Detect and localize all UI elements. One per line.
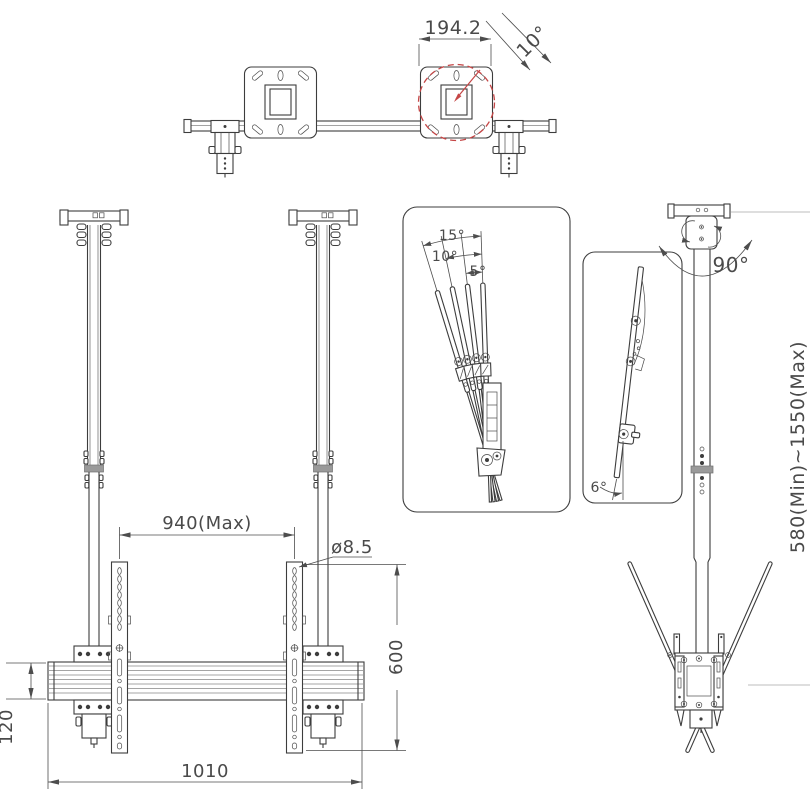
side-clamp-block — [673, 633, 725, 733]
side-tilt-panel-border — [582, 251, 683, 504]
rail — [47, 661, 365, 701]
highlight-circle — [417, 63, 496, 142]
tilt-body — [476, 382, 506, 477]
swivel-angle-label: 10° — [513, 22, 553, 62]
swivel-arrow — [454, 69, 481, 102]
dim-90deg: 90° — [658, 239, 753, 277]
tilt-detail-panel: 15° 10° 5° — [402, 206, 571, 513]
side-pole — [690, 249, 714, 654]
swivel-housing — [681, 215, 723, 250]
tilt-15-label: 15° — [439, 228, 465, 244]
rail-length-label: 1010 — [181, 761, 229, 782]
side-tilt-detail-panel: 6° — [582, 251, 683, 504]
dim-hole-diameter: ø8.5 — [298, 537, 373, 568]
dim-max-spacing: 940(Max) — [119, 513, 295, 559]
top-view: 194.2 10° — [183, 12, 557, 179]
hole-diameter-label: ø8.5 — [331, 537, 373, 558]
side-view: 90° 580(Min)~1550( — [627, 203, 810, 753]
tilted-bracket — [613, 266, 646, 479]
dim-bracket-height: 600 — [306, 564, 407, 751]
dim-6deg: 6° — [591, 441, 624, 501]
dim-rail-length: 1010 — [47, 703, 363, 789]
swivel-90-label: 90° — [713, 253, 750, 277]
dim-swivel-angle: 10° — [485, 12, 553, 71]
bracket-height-label: 600 — [386, 639, 407, 675]
tilt-angle-dims: 15° 10° 5° — [423, 228, 486, 280]
plate-width-label: 194.2 — [425, 17, 482, 39]
height-range-label: 580(Min)~1550(Max) — [787, 341, 809, 553]
dim-plate-width: 194.2 — [418, 17, 492, 66]
angle-6-label: 6° — [591, 480, 608, 496]
tilt-panel-border — [402, 206, 571, 513]
rail-height-label: 120 — [0, 709, 17, 745]
front-view: 940(Max) ø8.5 600 1010 120 — [0, 209, 407, 789]
max-spacing-label: 940(Max) — [162, 513, 252, 534]
tilt-10-label: 10° — [432, 249, 458, 265]
tilt-5-label: 5° — [470, 264, 487, 280]
dim-rail-height: 120 — [0, 662, 46, 745]
